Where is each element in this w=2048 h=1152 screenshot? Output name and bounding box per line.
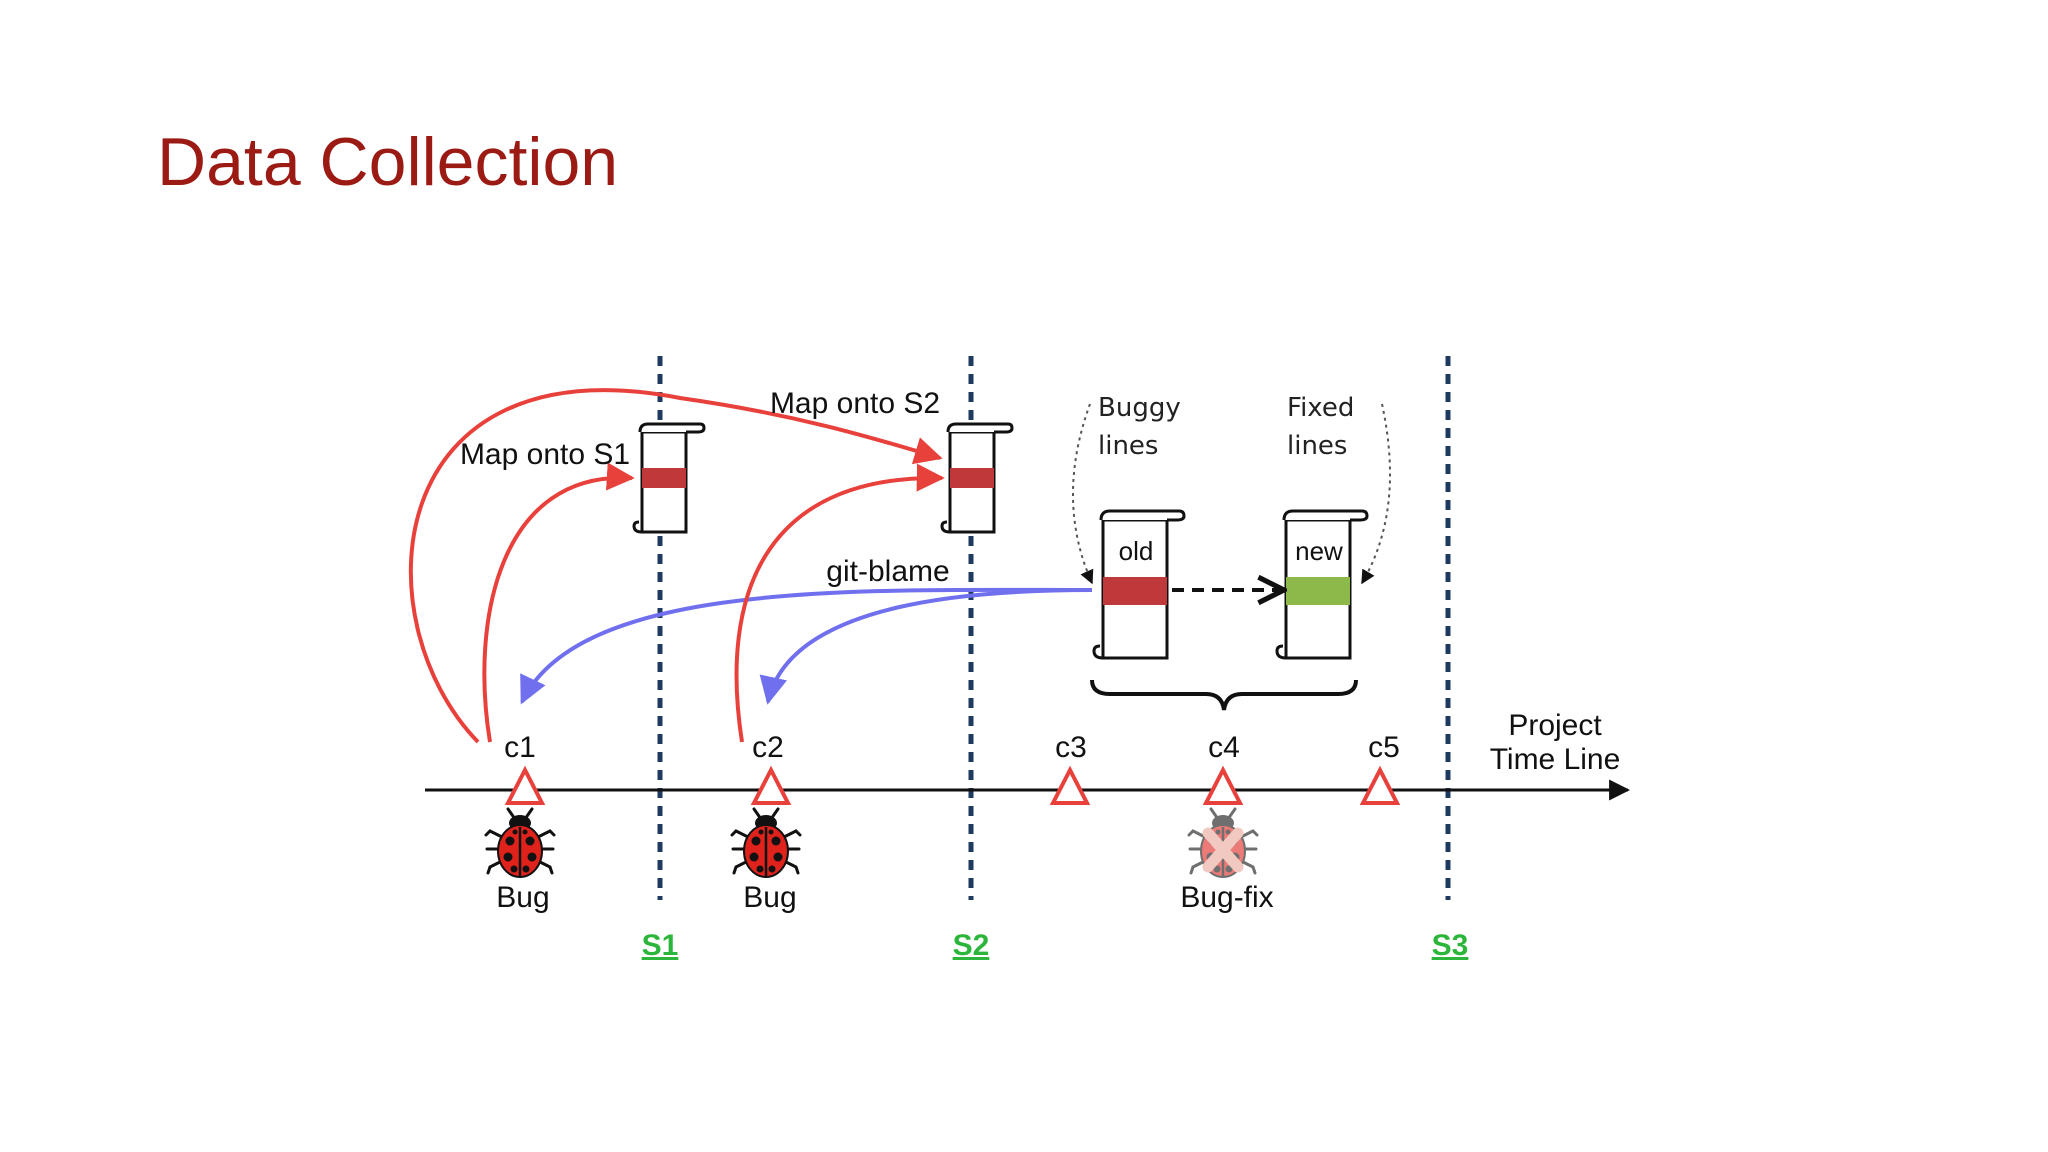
commit-marker-c4 [1202, 765, 1244, 805]
commit-marker-c3 [1049, 765, 1091, 805]
map-arrow-c1-to-s1 [482, 462, 635, 743]
ladybug-icon [484, 807, 556, 879]
commit-label-c1: c1 [504, 731, 536, 764]
buggy-lines-label-line1: Buggy [1098, 393, 1181, 423]
timeline-label-line1: Project [1508, 709, 1602, 742]
snapshot-label-s3: S3 [1432, 929, 1469, 962]
new-file-icon [1275, 509, 1369, 660]
timeline-label-line2: Time Line [1490, 743, 1621, 776]
git-blame-label: git-blame [826, 555, 949, 588]
new-file-label: new [1295, 536, 1343, 566]
file-snapshot-s2-icon [940, 422, 1014, 534]
snapshot-label-s1: S1 [642, 929, 679, 962]
map-onto-s1-label: Map onto S1 [460, 438, 630, 471]
commit-label-c5: c5 [1368, 731, 1400, 764]
map-arrow-c1-to-s2 [408, 388, 943, 744]
fixed-lines-label-line1: Fixed [1287, 393, 1354, 423]
buggy-lines-pointer [1072, 403, 1094, 585]
ladybug-icon [730, 807, 802, 879]
slide-title: Data Collection [157, 124, 619, 200]
commit-label-c3: c3 [1055, 731, 1087, 764]
fixed-lines-pointer [1361, 403, 1392, 585]
bug-fix-label: Bug-fix [1180, 881, 1273, 914]
map-arrow-c2-to-s2 [734, 463, 945, 743]
commit-marker-c5 [1359, 765, 1401, 805]
git-blame-arrow-to-c1 [520, 587, 1093, 705]
commit-brace [1090, 679, 1358, 711]
old-file-icon [1092, 509, 1186, 660]
commit-label-c2: c2 [752, 731, 784, 764]
bug-label-2: Bug [743, 881, 796, 914]
fixed-bug-icon [1187, 807, 1259, 879]
commit-label-c4: c4 [1208, 731, 1240, 764]
old-file-label: old [1119, 536, 1154, 566]
commit-marker-c2 [750, 765, 792, 805]
file-snapshot-s1-icon [632, 422, 706, 534]
commit-marker-c1 [504, 765, 546, 805]
git-blame-arrow-to-c2 [759, 588, 1093, 705]
snapshot-label-s2: S2 [953, 929, 990, 962]
map-onto-s2-label: Map onto S2 [770, 387, 940, 420]
buggy-lines-label-line2: lines [1098, 431, 1158, 461]
bug-label-1: Bug [496, 881, 549, 914]
fixed-lines-label-line2: lines [1287, 431, 1347, 461]
